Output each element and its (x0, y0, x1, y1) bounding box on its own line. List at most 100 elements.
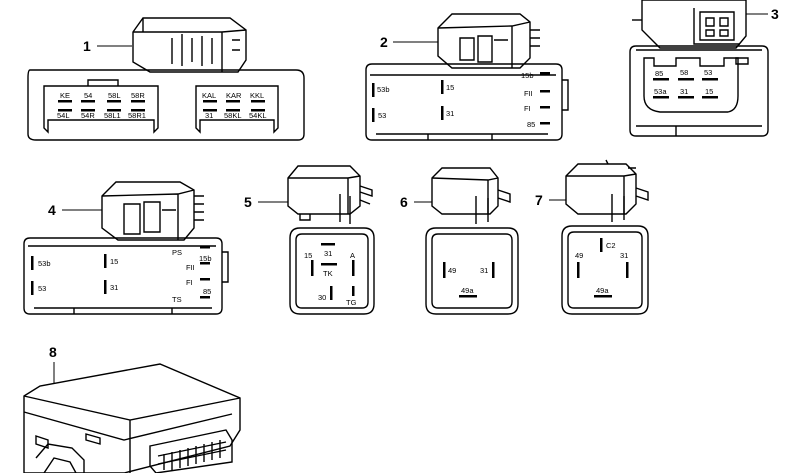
relay-body (101, 181, 195, 241)
pin-label: KAR (226, 91, 242, 100)
unit-housing (23, 363, 241, 473)
relay-pins-detail (123, 201, 176, 235)
pin-bars (443, 262, 495, 298)
connector-outline (27, 69, 305, 141)
pin-label: C2 (606, 241, 616, 250)
pin-label: 31 (680, 87, 688, 96)
pin-label: 58 (680, 68, 688, 77)
pin-label: 58R1 (128, 111, 146, 120)
pin-label: 49a (461, 286, 474, 295)
pin-label: 53b (38, 259, 51, 268)
pinout-box (425, 227, 519, 315)
relay-pins-detail (611, 187, 649, 222)
callout-number: 2 (380, 34, 388, 50)
callout-number: 6 (400, 194, 408, 210)
relay-body (565, 163, 637, 215)
pin-label: 85 (203, 287, 211, 296)
pin-label: 49a (596, 286, 609, 295)
relay-body (287, 165, 361, 215)
pin-label: KKL (250, 91, 264, 100)
part-6-relay: 6 49 31 49a (400, 167, 519, 315)
pin-bars (372, 72, 550, 125)
relay-pins-detail (171, 34, 240, 66)
part-3-relay: 3 85 58 53 53a 31 15 (629, 0, 779, 137)
pin-label: 15 (705, 87, 713, 96)
pin-label: FII (524, 89, 533, 98)
pin-bars (653, 78, 718, 99)
pin-label: PS (172, 248, 182, 257)
relay-edges (133, 18, 247, 72)
pin-bars (31, 246, 210, 299)
callout-number: 4 (48, 202, 56, 218)
part-5-relay: 5 31 15 A TK 30 TG (244, 165, 375, 315)
pin-label: 31 (205, 111, 213, 120)
pin-label: 85 (527, 120, 535, 129)
pin-label: 31 (110, 283, 118, 292)
pin-label: 53 (704, 68, 712, 77)
pin-label: 54R (81, 111, 95, 120)
relay-pins-detail (339, 185, 373, 224)
pin-label: 85 (655, 69, 663, 78)
callout-number: 7 (535, 192, 543, 208)
pin-label: 53b (377, 85, 390, 94)
pin-label: 53 (378, 111, 386, 120)
pin-label: 58L1 (104, 111, 121, 120)
pin-label: 53 (38, 284, 46, 293)
pin-label: FII (186, 263, 195, 272)
relay-pins-detail (705, 17, 729, 37)
pin-bars (58, 100, 265, 112)
pin-label: 31 (620, 251, 628, 260)
pin-label: TG (346, 298, 357, 307)
relay-pins-detail (475, 189, 511, 224)
pin-label: 53a (654, 87, 667, 96)
part-1-relay: 1 KE 54 58L 58R 54L 54R 58L1 58R1 (27, 17, 305, 141)
callout-number: 8 (49, 344, 57, 360)
pin-bars (311, 243, 355, 300)
pin-label: 58R (131, 91, 145, 100)
pin-label: FI (186, 278, 193, 287)
pin-label: 54 (84, 91, 92, 100)
relay-pins-detail (459, 35, 508, 63)
pin-label: TK (323, 269, 333, 278)
unit-connector (149, 429, 233, 473)
pin-label: TS (172, 295, 182, 304)
pin-label: 54L (57, 111, 70, 120)
callout-number: 3 (771, 6, 779, 22)
pin-label: 49 (575, 251, 583, 260)
pinout-box (561, 225, 649, 315)
pin-label: 49 (448, 266, 456, 275)
callout-number: 5 (244, 194, 252, 210)
pin-label: A (350, 251, 355, 260)
pin-label: FI (524, 104, 531, 113)
pin-label: 15 (446, 83, 454, 92)
part-8-control-unit: 8 (23, 344, 241, 473)
pin-label: 15 (110, 257, 118, 266)
left-socket (43, 85, 159, 134)
pin-label: 15b (199, 254, 212, 263)
pin-label: 58L (108, 91, 121, 100)
pinout-box (289, 227, 375, 315)
pin-label: 15 (304, 251, 312, 260)
pin-label: 15b (521, 71, 534, 80)
part-2-relay: 2 53b 53 15 31 15b FII FI 85 (365, 13, 569, 141)
pin-label: 54KL (249, 111, 267, 120)
right-socket (195, 85, 279, 134)
mounting-bracket (35, 443, 85, 473)
pin-label: 58KL (224, 111, 242, 120)
pin-bars (577, 238, 629, 298)
pin-label: 31 (446, 109, 454, 118)
pin-label: 31 (480, 266, 488, 275)
pin-label: 31 (324, 249, 332, 258)
pin-label: KAL (202, 91, 216, 100)
pin-label: KE (60, 91, 70, 100)
relay-body (437, 13, 531, 69)
pinout-box (23, 237, 223, 315)
part-4-relay: 4 53b 53 15 31 PS 15b FII FI TS 85 (23, 181, 229, 315)
callout-number: 1 (83, 38, 91, 54)
pinout-box (365, 63, 563, 141)
socket-outline (643, 57, 739, 113)
pin-label: 30 (318, 293, 326, 302)
part-7-relay: 7 C2 49 31 49a (535, 159, 649, 315)
pinout-box (629, 45, 769, 137)
